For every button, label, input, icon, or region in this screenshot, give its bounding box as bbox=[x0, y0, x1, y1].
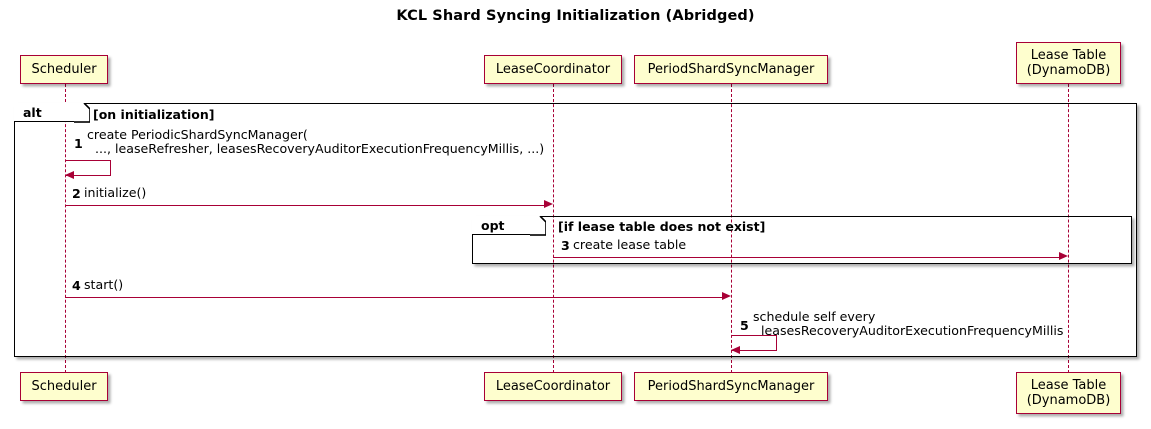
fragment-alt bbox=[14, 103, 1137, 357]
fragment-opt-tab-notch bbox=[530, 216, 546, 236]
message-5-self-loop bbox=[731, 335, 777, 351]
fragment-alt-guard: [on initialization] bbox=[93, 107, 215, 122]
message-5-arrowhead bbox=[731, 346, 740, 354]
participant-scheduler-bottom[interactable]: Scheduler bbox=[20, 372, 108, 401]
participant-lease-table-bottom[interactable]: Lease Table (DynamoDB) bbox=[1016, 372, 1121, 414]
lifeline-scheduler bbox=[65, 84, 66, 373]
participant-label: PeriodShardSyncManager bbox=[647, 379, 815, 394]
fragment-opt-tab: opt bbox=[472, 216, 530, 235]
diagram-title: KCL Shard Syncing Initialization (Abridg… bbox=[396, 8, 755, 24]
message-3-text: create lease table bbox=[573, 237, 687, 252]
fragment-alt-tab-notch bbox=[74, 103, 90, 123]
participant-label: Scheduler bbox=[31, 379, 97, 394]
fragment-opt bbox=[472, 216, 1132, 264]
participant-label: Scheduler bbox=[31, 62, 97, 77]
participant-label-line1: Lease Table bbox=[1030, 48, 1107, 63]
message-4-arrowhead bbox=[722, 292, 731, 300]
participant-label-line2: (DynamoDB) bbox=[1026, 393, 1111, 408]
fragment-opt-guard: [if lease table does not exist] bbox=[558, 219, 766, 234]
message-2-number: 2 bbox=[72, 186, 81, 201]
participant-lease-coordinator-bottom[interactable]: LeaseCoordinator bbox=[484, 372, 622, 401]
participant-lease-coordinator-top[interactable]: LeaseCoordinator bbox=[484, 55, 622, 84]
message-1-arrowhead bbox=[65, 171, 74, 179]
message-3-arrowhead bbox=[1059, 252, 1068, 260]
fragment-alt-tab: alt bbox=[14, 103, 74, 122]
participant-period-shard-sync-manager-bottom[interactable]: PeriodShardSyncManager bbox=[634, 372, 828, 401]
participant-label-line1: Lease Table bbox=[1030, 378, 1107, 393]
participant-label: LeaseCoordinator bbox=[495, 379, 611, 394]
message-5-text-line2: leasesRecoveryAuditorExecutionFrequencyM… bbox=[761, 323, 1064, 338]
participant-scheduler-top[interactable]: Scheduler bbox=[20, 55, 108, 84]
participant-label: LeaseCoordinator bbox=[495, 62, 611, 77]
participant-period-shard-sync-manager-top[interactable]: PeriodShardSyncManager bbox=[634, 55, 828, 84]
participant-label-line2: (DynamoDB) bbox=[1026, 63, 1111, 78]
lifeline-period-shard-sync-manager bbox=[731, 84, 732, 373]
message-1-number: 1 bbox=[74, 136, 83, 151]
message-3-line bbox=[553, 257, 1059, 258]
participant-label: PeriodShardSyncManager bbox=[647, 62, 815, 77]
fragment-opt-keyword: opt bbox=[481, 217, 505, 233]
lifeline-lease-coordinator bbox=[553, 84, 554, 373]
message-1-text-line2: ..., leaseRefresher, leasesRecoveryAudit… bbox=[95, 141, 545, 156]
message-4-line bbox=[65, 297, 722, 298]
message-5-number: 5 bbox=[740, 318, 749, 333]
fragment-alt-keyword: alt bbox=[23, 104, 42, 120]
message-1-text-line1: create PeriodicShardSyncManager( bbox=[87, 127, 308, 142]
message-4-number: 4 bbox=[72, 278, 81, 293]
message-2-line bbox=[65, 205, 544, 206]
message-2-arrowhead bbox=[544, 200, 553, 208]
participant-lease-table-top[interactable]: Lease Table (DynamoDB) bbox=[1016, 42, 1121, 84]
message-1-self-loop bbox=[65, 160, 111, 176]
message-2-text: initialize() bbox=[84, 185, 147, 200]
lifeline-lease-table bbox=[1068, 84, 1069, 373]
message-4-text: start() bbox=[84, 277, 124, 292]
message-5-text-line1: schedule self every bbox=[753, 309, 876, 324]
message-3-number: 3 bbox=[561, 238, 570, 253]
